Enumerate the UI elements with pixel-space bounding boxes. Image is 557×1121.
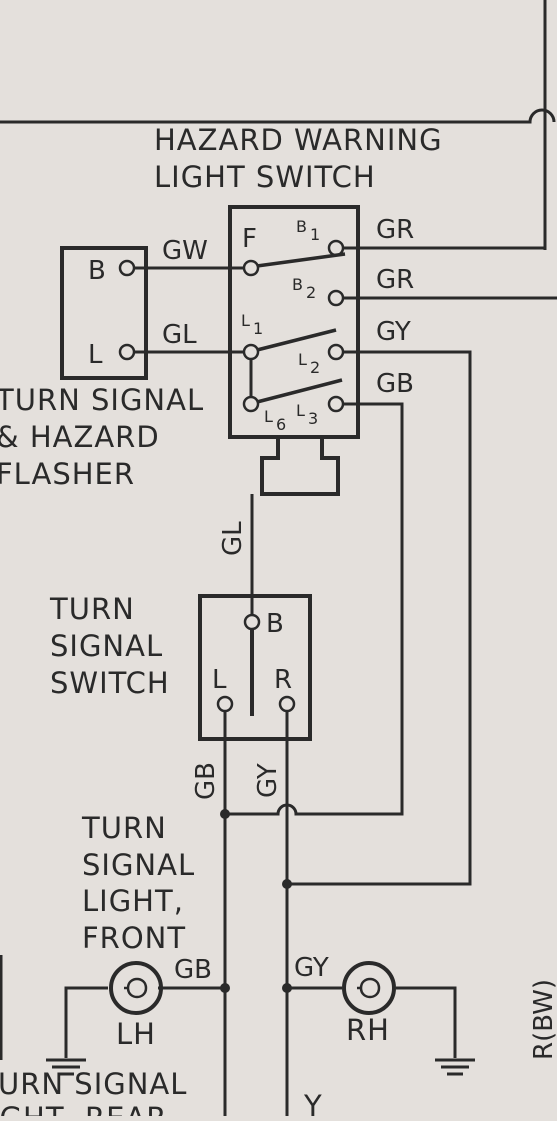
flasher: B L TURN SIGNAL & HAZARD FLASHER — [0, 246, 204, 491]
lamp-lh — [109, 961, 163, 1015]
label-l1: L — [241, 311, 250, 330]
wire-label-rbw: R(BW) — [529, 979, 557, 1060]
label-b2-sub: 2 — [306, 283, 316, 302]
terminal-f — [242, 259, 260, 277]
label-l2-sub: 2 — [310, 358, 320, 377]
wire-label-gy-vertical: GY — [253, 763, 283, 798]
turn-switch-box — [198, 594, 312, 741]
rear-light-label: URN SIGNAL IGHT, REAR Y — [0, 1067, 323, 1121]
blade-f — [256, 252, 346, 268]
hazard-title-line2: LIGHT SWITCH — [154, 160, 376, 194]
junction-dot — [282, 879, 292, 889]
lamp-rh-label: RH — [346, 1013, 390, 1047]
rh-ground-wire — [396, 986, 457, 1058]
label-l2: L — [298, 350, 307, 369]
hazard-switch: HAZARD WARNING LIGHT SWITCH F B 1 B 2 L … — [154, 123, 443, 496]
turn-terminal-l — [216, 695, 234, 713]
hazard-title-line1: HAZARD WARNING — [154, 123, 443, 157]
blade-l1 — [256, 328, 337, 352]
terminal-l3 — [327, 395, 345, 413]
turn-signal-switch: B L R TURN SIGNAL SWITCH — [49, 592, 312, 741]
flasher-box — [60, 246, 148, 380]
turn-label-b: B — [266, 609, 284, 639]
front-title-line4: FRONT — [82, 921, 186, 955]
label-l6: L — [264, 407, 273, 426]
label-l1-sub: 1 — [253, 319, 263, 338]
turn-terminal-b — [243, 613, 261, 631]
flasher-terminal-l — [118, 343, 136, 361]
gy-l2-wire — [287, 350, 472, 886]
flasher-label-l: L — [88, 340, 103, 370]
junction-dot — [220, 809, 230, 819]
lamp-lh-filament — [124, 977, 148, 999]
rear-title-line2: IGHT, REAR — [0, 1101, 167, 1116]
front-title-line1: TURN — [81, 811, 167, 845]
turn-title-line2: SIGNAL — [50, 629, 163, 663]
label-b2: B — [292, 275, 303, 294]
terminal-l6 — [242, 395, 260, 413]
rear-title-line1: URN SIGNAL — [0, 1067, 187, 1101]
wire-label-gy-l2: GY — [376, 317, 411, 347]
bottom-y-fragment: Y — [303, 1089, 323, 1116]
hazard-switch-knob — [260, 437, 340, 496]
wire-label-gr-b1: GR — [376, 215, 414, 245]
lamp-rh — [342, 961, 396, 1015]
wire-label-gb-l3: GB — [376, 369, 414, 399]
terminal-l1 — [242, 343, 260, 361]
junction-dot — [220, 983, 230, 993]
flasher-label-b: B — [88, 256, 106, 286]
junction-dot — [282, 983, 292, 993]
flasher-title-line3: FLASHER — [0, 457, 135, 491]
junctions — [220, 809, 292, 993]
turn-label-l: L — [212, 665, 227, 695]
terminal-l2 — [327, 343, 345, 361]
wire-label-gl-vertical: GL — [218, 521, 248, 556]
front-title-line2: SIGNAL — [82, 848, 195, 882]
ground-symbols — [46, 1058, 475, 1076]
front-title-line3: LIGHT, — [82, 884, 184, 918]
label-l6-sub: 6 — [276, 415, 286, 434]
lamp-rh-bulb — [342, 961, 396, 1015]
label-b1-sub: 1 — [310, 225, 320, 244]
front-lights: TURN SIGNAL LIGHT, FRONT LH RH — [46, 811, 475, 1076]
terminal-b2 — [327, 289, 345, 307]
wire-label-gw: GW — [162, 236, 208, 266]
wire-label-gb-vertical: GB — [191, 762, 221, 800]
lh-ground-wire — [64, 986, 108, 1058]
wire-label-gy-front: GY — [294, 953, 329, 983]
wire-label-gb-front: GB — [174, 955, 212, 985]
turn-label-r: R — [274, 665, 292, 695]
label-l3-sub: 3 — [308, 409, 318, 428]
blade-l6 — [256, 378, 343, 404]
wire-label-gr-b2: GR — [376, 265, 414, 295]
label-l3: L — [296, 401, 305, 420]
label-b1: B — [296, 217, 307, 236]
turn-title-line3: SWITCH — [50, 666, 170, 700]
wire-label-gl-flasher: GL — [162, 320, 197, 350]
flasher-title-line1: TURN SIGNAL — [0, 383, 204, 417]
wire-labels: GW GL GR GR GY GB GL GB GY GB GY R(BW) — [162, 215, 557, 1060]
turn-title-line1: TURN — [49, 592, 135, 626]
gb-l3-wire — [225, 402, 404, 816]
lamp-rh-filament — [357, 977, 381, 999]
flasher-terminal-b — [118, 259, 136, 277]
top-wire — [0, 108, 556, 124]
flasher-title-line2: & HAZARD — [0, 420, 160, 454]
turn-terminal-r — [278, 695, 296, 713]
lamp-lh-bulb — [109, 961, 163, 1015]
hazard-switch-box — [228, 205, 360, 439]
label-f: F — [242, 224, 257, 254]
lamp-lh-label: LH — [116, 1017, 156, 1051]
